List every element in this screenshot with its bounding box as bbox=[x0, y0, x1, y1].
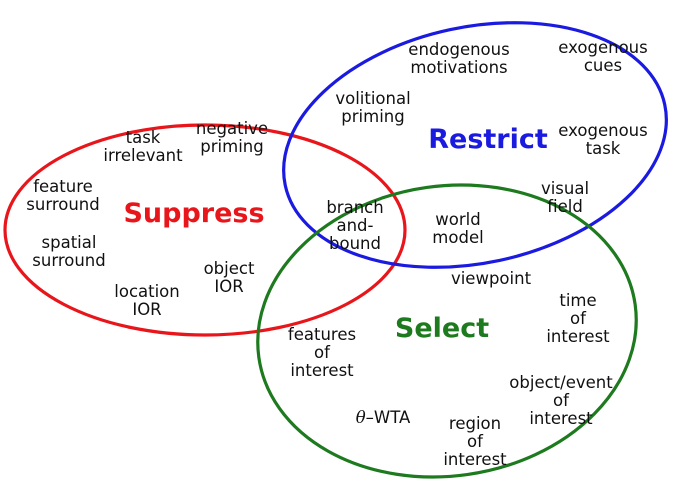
wta-text: –WTA bbox=[365, 408, 411, 427]
theta-symbol: θ bbox=[355, 408, 366, 427]
select-heading: Select bbox=[394, 313, 490, 344]
suppress-ellipse bbox=[3, 123, 407, 337]
select-ellipse bbox=[256, 183, 638, 479]
suppress-heading: Suppress bbox=[123, 198, 265, 229]
restrict-heading: Restrict bbox=[428, 124, 548, 155]
theta-wta-label: θ–WTA bbox=[356, 409, 411, 427]
restrict-ellipse bbox=[282, 21, 668, 269]
viewpoint-label: viewpoint bbox=[450, 269, 532, 288]
